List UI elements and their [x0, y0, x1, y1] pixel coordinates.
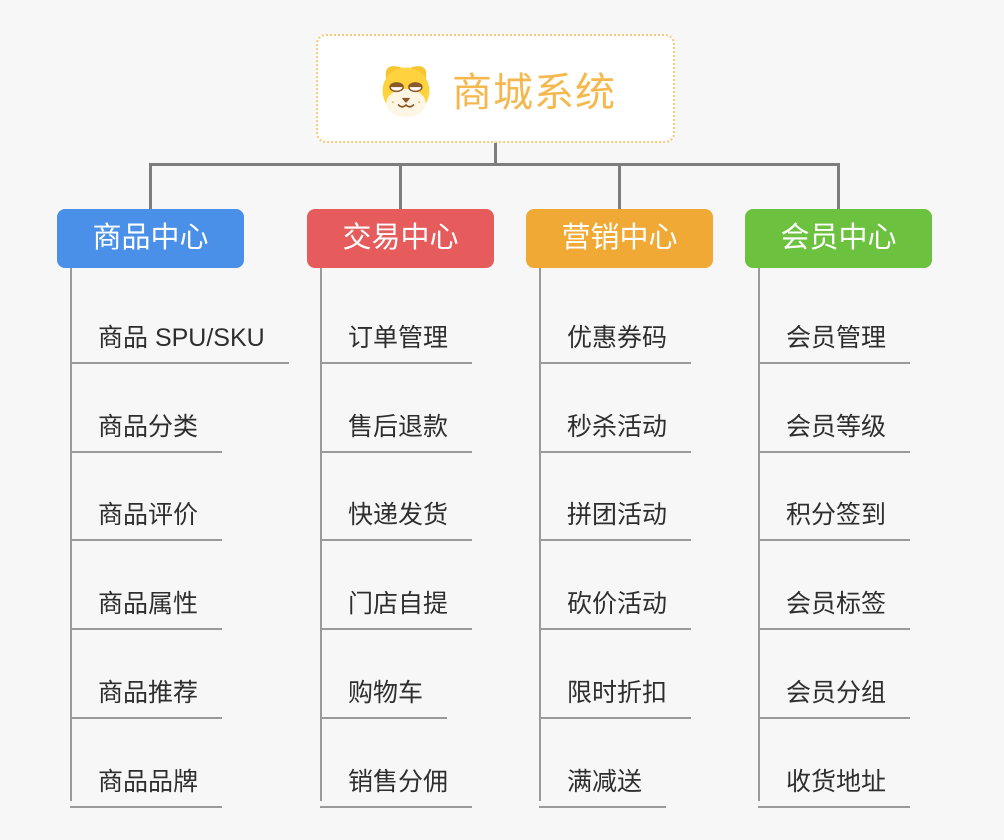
connector-trunk-member — [758, 268, 760, 801]
connector-trunk-trade — [320, 268, 322, 801]
leaf-node[interactable]: 秒杀活动 — [539, 399, 692, 453]
leaf-node[interactable]: 购物车 — [320, 665, 448, 719]
branch-node-marketing[interactable]: 营销中心 — [526, 209, 713, 268]
branch-node-trade[interactable]: 交易中心 — [307, 209, 494, 268]
leaf-node[interactable]: 拼团活动 — [539, 487, 692, 541]
leaf-node[interactable]: 限时折扣 — [539, 665, 692, 719]
dog-face-icon — [375, 59, 437, 119]
branch-column-goods: 商品中心 商品 SPU/SKU 商品分类 商品评价 商品属性 商品推荐 商品品牌 — [57, 0, 317, 840]
connector-trunk-goods — [70, 268, 72, 801]
leaf-node[interactable]: 商品推荐 — [70, 665, 223, 719]
leaf-node[interactable]: 会员标签 — [758, 576, 911, 630]
branch-column-marketing: 营销中心 优惠券码 秒杀活动 拼团活动 砍价活动 限时折扣 满减送 — [526, 0, 786, 840]
branch-node-goods[interactable]: 商品中心 — [57, 209, 244, 268]
leaf-node[interactable]: 积分签到 — [758, 487, 911, 541]
leaf-node[interactable]: 商品分类 — [70, 399, 223, 453]
connector-root-stub — [494, 142, 497, 164]
leaf-node[interactable]: 满减送 — [539, 754, 667, 808]
leaf-node[interactable]: 砍价活动 — [539, 576, 692, 630]
leaf-node[interactable]: 商品属性 — [70, 576, 223, 630]
connector-drop-trade — [399, 163, 402, 210]
leaf-node[interactable]: 商品品牌 — [70, 754, 223, 808]
leaf-node[interactable]: 售后退款 — [320, 399, 473, 453]
connector-drop-member — [837, 163, 840, 210]
branch-column-trade: 交易中心 订单管理 售后退款 快递发货 门店自提 购物车 销售分佣 — [307, 0, 567, 840]
connector-drop-goods — [149, 163, 152, 210]
leaf-node[interactable]: 订单管理 — [320, 310, 473, 364]
leaf-node[interactable]: 会员等级 — [758, 399, 911, 453]
leaf-node[interactable]: 商品 SPU/SKU — [70, 310, 289, 364]
branch-column-member: 会员中心 会员管理 会员等级 积分签到 会员标签 会员分组 收货地址 — [745, 0, 1004, 840]
leaf-node[interactable]: 会员管理 — [758, 310, 911, 364]
leaf-node[interactable]: 门店自提 — [320, 576, 473, 630]
leaf-node[interactable]: 销售分佣 — [320, 754, 473, 808]
branch-node-member[interactable]: 会员中心 — [745, 209, 932, 268]
connector-trunk-marketing — [539, 268, 541, 801]
root-node-label: 商城系统 — [452, 70, 616, 115]
leaf-node[interactable]: 收货地址 — [758, 754, 911, 808]
leaf-node[interactable]: 商品评价 — [70, 487, 223, 541]
root-node[interactable]: 商城系统 — [316, 34, 675, 143]
connector-drop-marketing — [618, 163, 621, 210]
connector-horizontal — [149, 163, 840, 166]
leaf-node[interactable]: 会员分组 — [758, 665, 911, 719]
leaf-node[interactable]: 优惠券码 — [539, 310, 692, 364]
leaf-node[interactable]: 快递发货 — [320, 487, 473, 541]
